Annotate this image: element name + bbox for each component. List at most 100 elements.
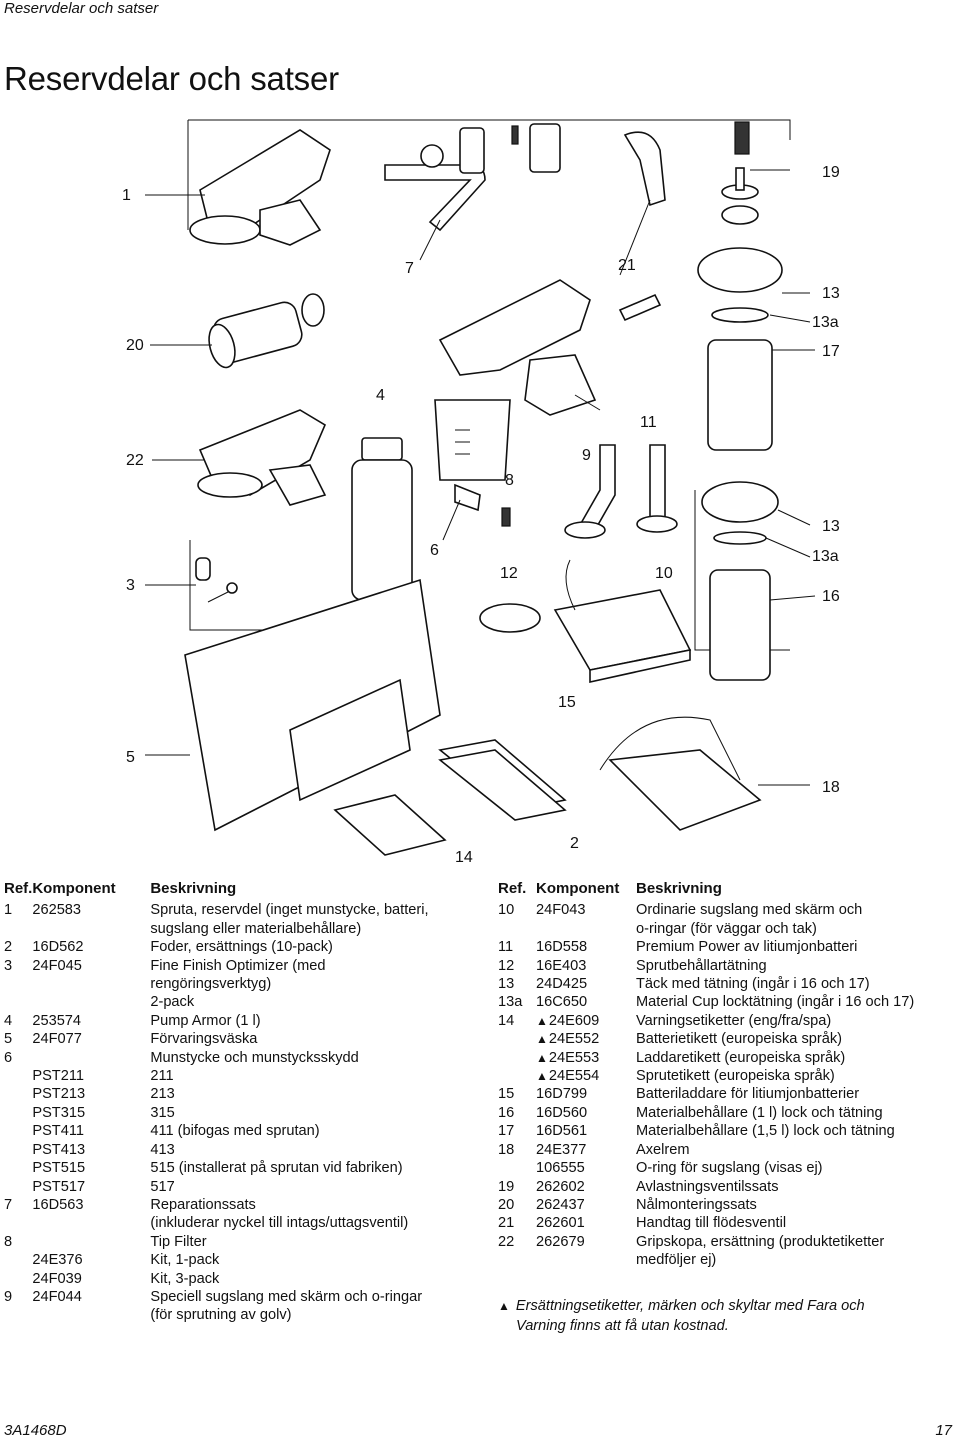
cell-ref: 18 (498, 1141, 515, 1158)
callout-22: 22 (126, 452, 144, 469)
cell-ref: 4 (4, 1012, 13, 1029)
cell-description: 315 (150, 1104, 175, 1121)
cell-component: PST515 (32, 1159, 150, 1177)
component-number: 16D799 (536, 1086, 588, 1103)
parts-figure: 1 20 22 3 5 7 21 4 6 8 12 9 11 10 19 13 … (0, 110, 960, 870)
component-number: 16D561 (536, 1123, 588, 1140)
callout-19: 19 (822, 164, 840, 181)
component-number: 24E552 (548, 1031, 600, 1048)
component-number: 24E553 (548, 1049, 600, 1066)
callout-10: 10 (655, 565, 673, 582)
callout-16: 16 (822, 588, 840, 605)
grip-cup-icon (197, 409, 327, 506)
callout-12: 12 (500, 565, 518, 582)
cell-component: 253574 (32, 1012, 150, 1030)
cell-description: Material Cup locktätning (ingår i 16 och… (636, 994, 915, 1011)
cell-component (32, 920, 150, 938)
component-number: 24F039 (32, 1270, 82, 1287)
cell-description: Nålmonteringssats (636, 1196, 757, 1213)
cell-description: Avlastningsventilssats (636, 1178, 779, 1195)
cell-ref: 9 (4, 1288, 13, 1305)
cell-component: 16D562 (32, 938, 150, 956)
component-number: 24F045 (32, 957, 82, 974)
callout-21: 21 (618, 257, 636, 274)
fine-finish-optimizer-icon (195, 557, 238, 603)
page-title: Reservdelar och satser (4, 60, 339, 97)
cell-component: 24E376 (32, 1251, 150, 1269)
cell-description: Pump Armor (1 l) (150, 1012, 261, 1029)
cell-description: 211 (150, 1068, 174, 1085)
cell-ref: 8 (4, 1233, 13, 1250)
callout-9: 9 (582, 447, 591, 464)
cell-ref: 7 (4, 1196, 13, 1213)
cell-ref (498, 1049, 536, 1067)
cell-component: 262601 (536, 1214, 636, 1232)
table-row: 15 16D799 Batteriladdare för litiumjonbatt… (498, 1085, 914, 1103)
cell-component: 262437 (536, 1196, 636, 1214)
cell-description: Ordinarie sugslang med skärm och (636, 902, 863, 919)
relief-valve-kit-icon (721, 121, 759, 225)
footnote: ▲Ersättningsetiketter, märken och skylta… (498, 1296, 938, 1336)
cell-component: 24F077 (32, 1030, 150, 1048)
cell-description: Foder, ersättnings (10-pack) (150, 939, 333, 956)
component-number: 262679 (536, 1233, 585, 1250)
material-cup-icon (697, 247, 783, 681)
cell-description: 213 (150, 1086, 175, 1103)
cell-component: 24F043 (536, 901, 636, 919)
cell-ref: 17 (498, 1123, 515, 1140)
header-ref: Ref. (498, 880, 527, 897)
cell-component: ▲24E609 (536, 1012, 636, 1030)
callout-11: 11 (640, 414, 657, 431)
cell-ref: 1 (4, 902, 13, 919)
cell-component: 16D799 (536, 1085, 636, 1103)
cell-description: 2-pack (150, 994, 195, 1011)
component-number: PST211 (32, 1068, 84, 1085)
cell-ref: 16 (498, 1104, 515, 1121)
cell-component: 106555 (536, 1159, 636, 1177)
table-row: sugslang eller materialbehållare) (4, 920, 429, 938)
header-description: Beskrivning (636, 880, 722, 897)
cell-component: 24F045 (32, 957, 150, 975)
cell-component: 24E377 (536, 1141, 636, 1159)
storage-case-icon (184, 578, 441, 832)
cell-ref (4, 993, 32, 1011)
cell-description: 515 (installerat på sprutan vid fabriken… (150, 1160, 403, 1177)
header-description: Beskrivning (150, 880, 237, 897)
cell-component: 24D425 (536, 975, 636, 993)
cell-ref: 15 (498, 1086, 515, 1103)
cell-description: Batteriladdare för litiumjonbatterier (636, 1086, 860, 1103)
component-number: 16D560 (536, 1104, 588, 1121)
cell-component: 16D561 (536, 1122, 636, 1140)
component-number: PST515 (32, 1160, 86, 1177)
cell-ref: 5 (4, 1031, 13, 1048)
cell-ref (498, 1251, 536, 1269)
component-number: 24F044 (32, 1288, 82, 1305)
callout-2: 2 (570, 835, 579, 852)
callout-13a: 13a (812, 314, 839, 331)
cell-component (32, 993, 150, 1011)
cell-component: 262679 (536, 1233, 636, 1251)
flow-valve-handle-icon (618, 131, 666, 322)
callout-13: 13 (822, 285, 840, 302)
component-number: 106555 (536, 1160, 585, 1177)
cell-description: Fine Finish Optimizer (med (150, 957, 326, 974)
cell-description: Reparationssats (150, 1196, 256, 1213)
cell-description: Kit, 3-pack (150, 1270, 220, 1287)
header-ref: Ref. (4, 880, 33, 897)
component-number: 24E376 (32, 1252, 83, 1269)
cell-ref (4, 1214, 32, 1232)
callout-1: 1 (122, 187, 131, 204)
